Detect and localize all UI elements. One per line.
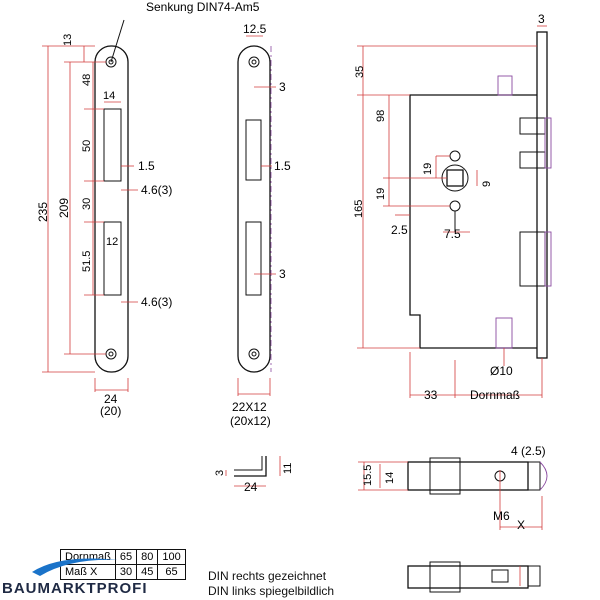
strike-size: 22X12 bbox=[232, 400, 267, 414]
dim-total-height: 235 bbox=[36, 201, 50, 222]
dim-width-alt: (20) bbox=[100, 404, 122, 418]
table-cell: 65 bbox=[157, 564, 186, 580]
lock-spindle-h: 19 bbox=[422, 162, 434, 175]
strike-d1: 3 bbox=[279, 80, 286, 94]
table-row: Maß X 30 45 65 bbox=[60, 564, 186, 580]
table-cell: 100 bbox=[157, 549, 186, 565]
angle-bracket-drawing bbox=[225, 456, 281, 487]
table-cell: 80 bbox=[136, 549, 159, 565]
latch-height-inner: 14 bbox=[384, 471, 396, 484]
dim-offset1: 4.6(3) bbox=[141, 183, 173, 197]
dim-to-cutout: 48 bbox=[81, 73, 93, 86]
lock-top: 35 bbox=[354, 65, 366, 78]
latch-drawing bbox=[358, 457, 548, 593]
strike-size-alt: (20x12) bbox=[230, 414, 271, 428]
countersink-label: Senkung DIN74-Am5 bbox=[146, 0, 260, 14]
lock-keyhole-off: 7.5 bbox=[444, 227, 461, 241]
dim-hole-spacing: 209 bbox=[57, 197, 71, 218]
lock-upper: 98 bbox=[375, 109, 387, 122]
strike-drawing bbox=[237, 35, 276, 396]
dim-cutout2-width: 12 bbox=[106, 236, 119, 248]
table-cell: 45 bbox=[136, 564, 159, 580]
table-row: Dornmaß 65 80 100 bbox=[60, 549, 186, 565]
backset-table: Dornmaß 65 80 100 Maß X 30 45 65 bbox=[60, 549, 186, 580]
latch-height-outer: 15.5 bbox=[362, 464, 374, 486]
strike-top-width: 12.5 bbox=[243, 22, 267, 36]
dim-cutout2-height: 51.5 bbox=[81, 250, 93, 272]
note-left-mirrored: DIN links spiegelbildlich bbox=[208, 584, 335, 598]
dim-gap-between: 30 bbox=[81, 197, 93, 210]
table-cell: 30 bbox=[114, 564, 138, 580]
angle-bottom: 24 bbox=[244, 480, 258, 494]
faceplate-drawing bbox=[42, 19, 138, 392]
dim-top-hole: 13 bbox=[62, 33, 74, 46]
brand-logo: BAUMARKTPROFI bbox=[2, 580, 148, 597]
lock-backset: Dornmaß bbox=[470, 388, 521, 402]
lock-body-drawing bbox=[357, 25, 552, 398]
latch-x: X bbox=[517, 518, 526, 532]
table-cell: 65 bbox=[114, 549, 138, 565]
angle-right: 11 bbox=[282, 462, 294, 474]
lock-backset-fix: 33 bbox=[424, 388, 438, 402]
brand-swoosh-icon bbox=[32, 558, 118, 576]
lock-lower: 19 bbox=[375, 187, 387, 200]
strike-d3: 3 bbox=[279, 267, 286, 281]
lock-keyhole-w: 2.5 bbox=[391, 223, 408, 237]
strike-d2: 1.5 bbox=[274, 159, 291, 173]
lock-height: 165 bbox=[353, 199, 365, 218]
dim-offset2: 4.6(3) bbox=[141, 295, 173, 309]
dim-cutout1-height: 50 bbox=[81, 139, 93, 152]
lock-spindle-sq: 9 bbox=[481, 180, 493, 187]
lock-plate-thickness: 3 bbox=[538, 12, 545, 26]
latch-thread: 4 (2.5) bbox=[511, 444, 546, 458]
dim-depth1: 1.5 bbox=[138, 159, 155, 173]
note-right-drawn: DIN rechts gezeichnet bbox=[208, 569, 327, 583]
angle-left: 3 bbox=[214, 469, 226, 476]
latch-screw: M6 bbox=[493, 509, 510, 523]
lock-rose: Ø10 bbox=[490, 364, 513, 378]
dim-width: 24 bbox=[104, 392, 118, 406]
dim-cutout-width: 14 bbox=[103, 90, 116, 102]
